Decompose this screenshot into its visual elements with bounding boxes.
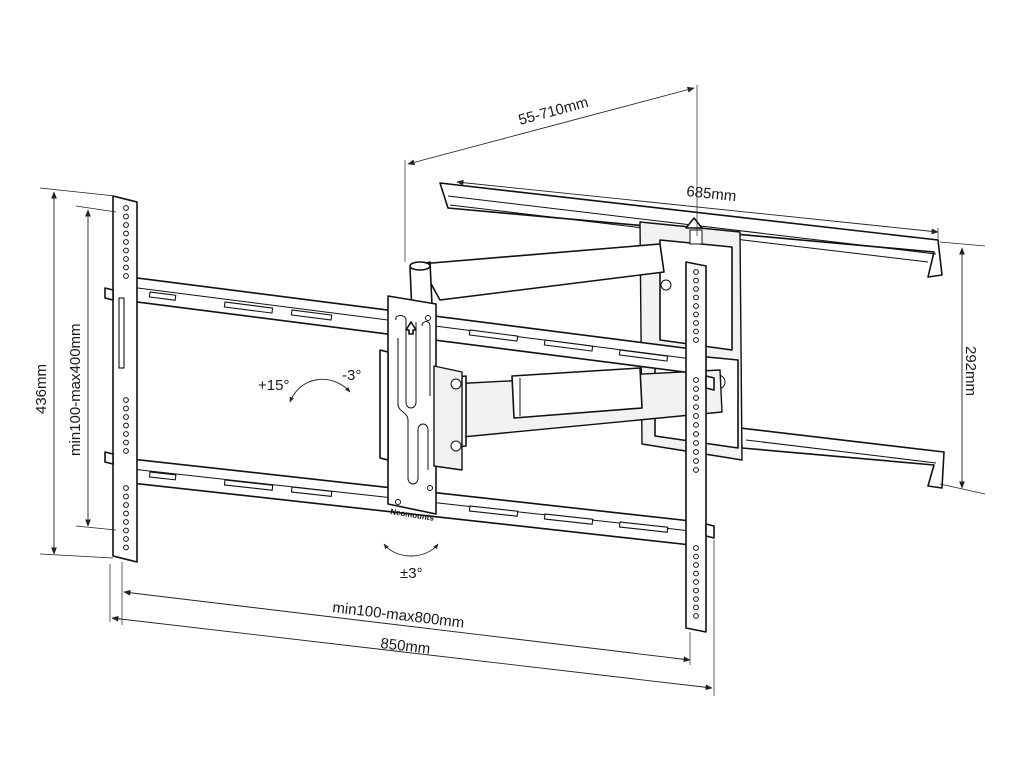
bracket-hole [123,414,129,420]
bracket-hole [123,439,129,446]
left-bracket-holes [123,205,129,551]
bracket-hole [693,337,699,343]
bracket-hole [693,562,699,568]
vesa-vertical-label: min100-max400mm [67,323,84,456]
bracket-hole [693,328,699,335]
right-bracket-holes [693,269,699,619]
bracket-hole [693,422,699,428]
bracket-hole [693,386,699,392]
tilt-up-label: +15° [258,377,289,394]
bracket-hole [693,545,699,551]
bracket-hole [693,413,699,419]
bracket-hole [123,527,129,534]
rail-slots-bottom [148,471,669,533]
bracket-hole [693,579,699,585]
bracket-hole [123,485,129,491]
dimension-lines [39,85,986,696]
bracket-hole [693,553,699,560]
bracket-hole [123,405,129,412]
bracket-hole [123,213,129,220]
bracket-hole [693,467,699,473]
bracket-hole [123,222,129,228]
bracket-hole [693,613,699,619]
bracket-hole [123,502,129,508]
arm-height-label: 292mm [962,346,979,396]
bracket-hole [123,536,129,542]
bracket-hole [123,205,129,211]
bracket-hole [123,256,129,262]
bracket-hole [693,440,699,446]
bracket-hole [123,230,129,237]
bracket-hole [123,264,129,271]
bracket-hole [123,431,129,437]
total-width-label: 850mm [380,635,432,658]
bracket-hole [123,422,129,429]
bracket-hole [693,449,699,455]
depth-label: 55-710mm [517,94,591,129]
bracket-hole [693,377,699,383]
bracket-hole [123,247,129,254]
bracket-hole [693,570,699,577]
bracket-hole [123,448,129,454]
vesa-horizontal-label: min100-max800mm [332,599,466,632]
bracket-hole [123,239,129,245]
level-label: ±3° [400,565,423,582]
bracket-hole [693,269,699,275]
bracket-hole [693,458,699,464]
tv-plate: Neomounts [104,195,715,633]
rail-slots-top [148,291,669,362]
bracket-hole [693,311,699,318]
bracket-hole [693,587,699,594]
bracket-hole [693,404,699,410]
bracket-hole [123,510,129,517]
bracket-hole [123,544,129,551]
bracket-hole [693,277,699,284]
bracket-hole [123,519,129,525]
bracket-hole [123,493,129,500]
bracket-hole [693,431,699,437]
bracket-hole [693,294,699,301]
total-height-label: 436mm [33,364,50,414]
bracket-hole [693,320,699,326]
arm-width-label: 685mm [686,183,738,205]
bracket-hole [693,596,699,602]
bracket-hole [123,397,129,403]
bracket-hole [693,286,699,292]
bracket-hole [693,303,699,309]
bracket-hole [693,604,699,611]
tilt-down-label: -3° [342,367,361,384]
bracket-hole [693,395,699,401]
bracket-hole [123,273,129,279]
